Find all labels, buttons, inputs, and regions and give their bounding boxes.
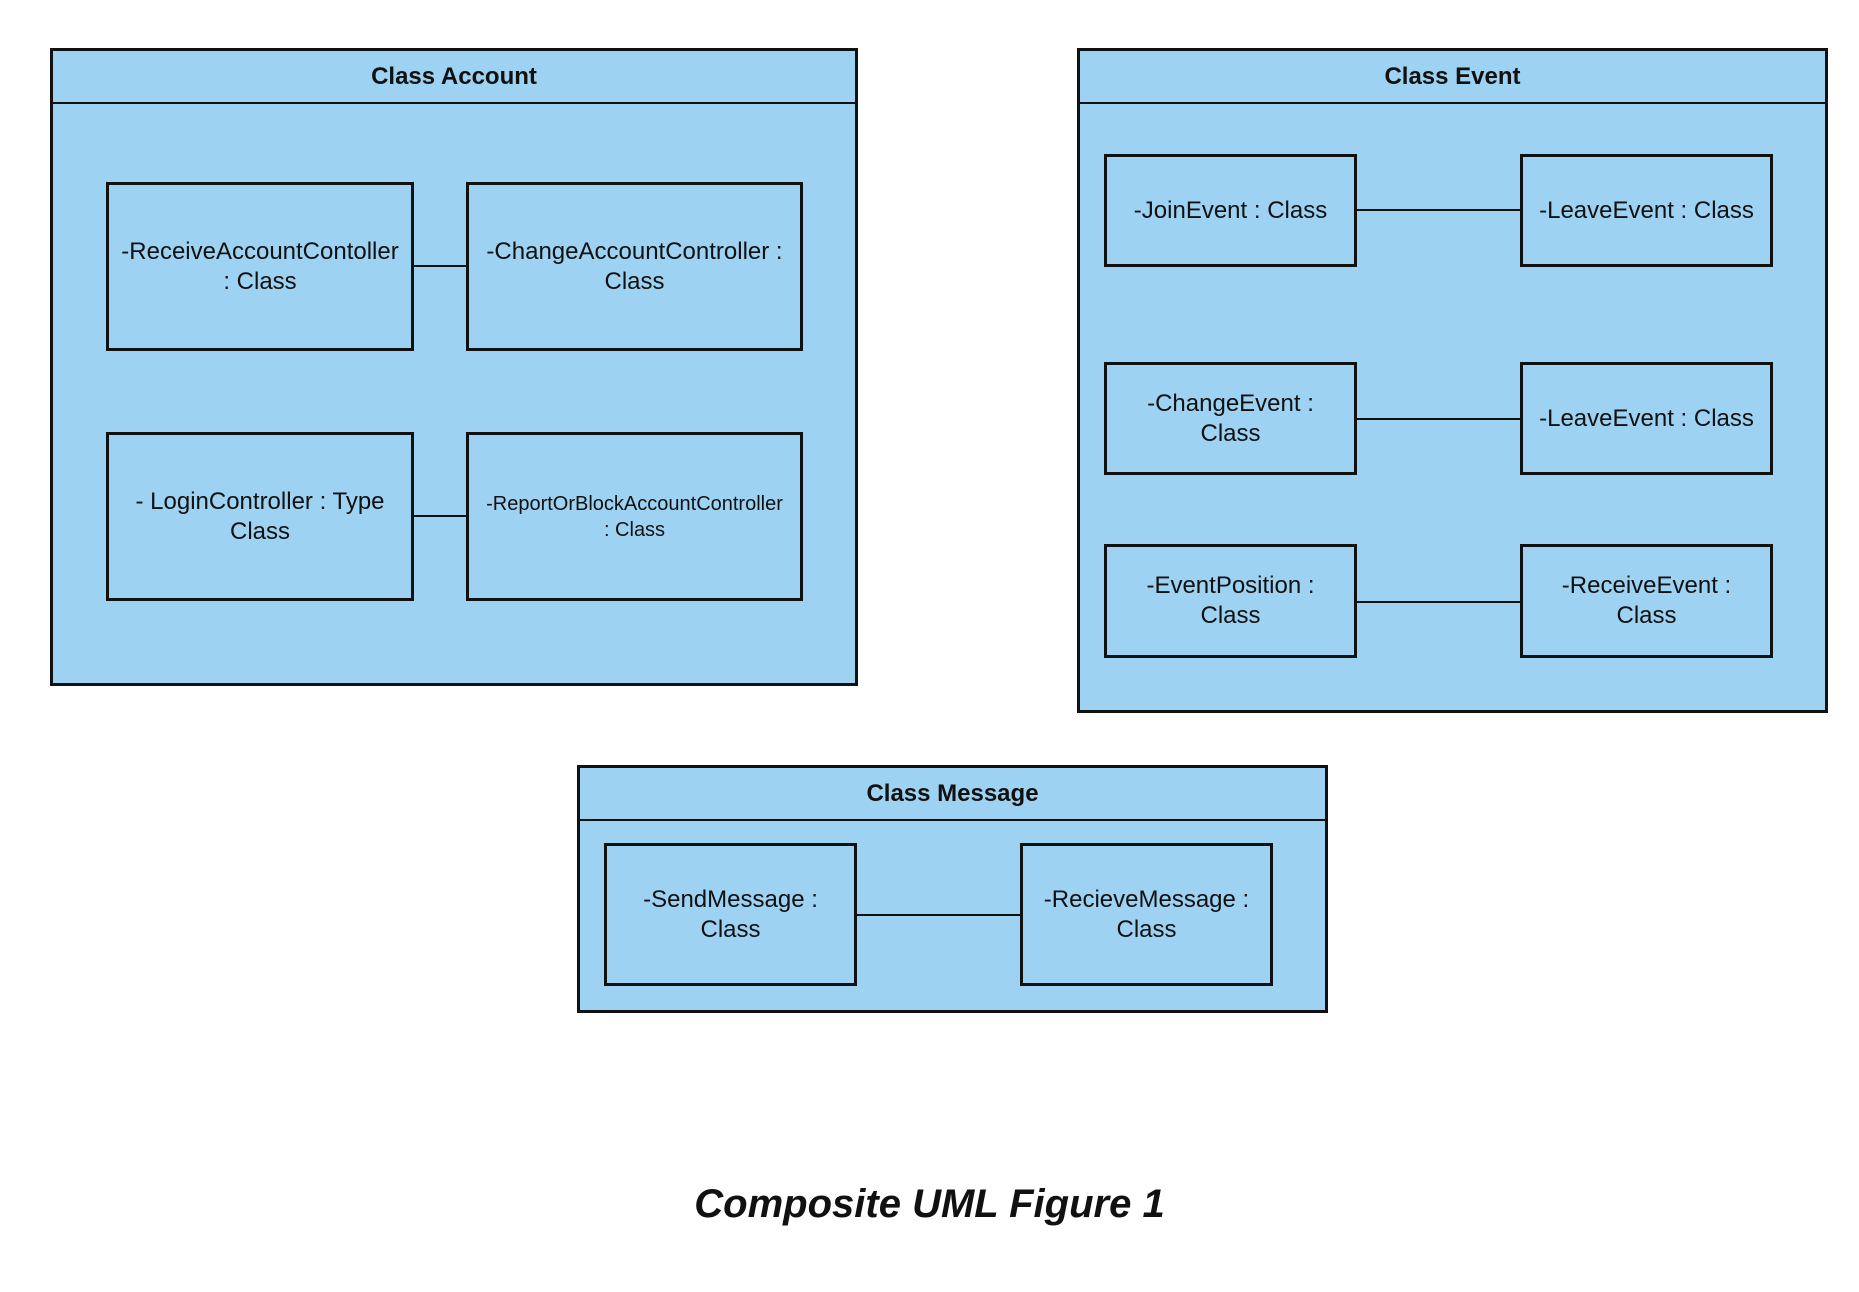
send-message-box: -SendMessage : Class bbox=[604, 843, 857, 986]
receive-account-controller-box: -ReceiveAccountContoller : Class bbox=[106, 182, 414, 351]
event-position-box: -EventPosition : Class bbox=[1104, 544, 1357, 658]
report-or-block-account-controller-box: -ReportOrBlockAccountController : Class bbox=[466, 432, 803, 601]
leave-event-box-1: -LeaveEvent : Class bbox=[1520, 154, 1773, 267]
receive-event-box: -ReceiveEvent : Class bbox=[1520, 544, 1773, 658]
leave-event-box-2: -LeaveEvent : Class bbox=[1520, 362, 1773, 475]
figure-caption: Composite UML Figure 1 bbox=[694, 1182, 1165, 1226]
login-controller-box: - LoginController : Type Class bbox=[106, 432, 414, 601]
account-connector-bottom bbox=[414, 515, 466, 517]
recieve-message-box: -RecieveMessage : Class bbox=[1020, 843, 1273, 986]
event-connector-3 bbox=[1357, 601, 1520, 603]
account-connector-top bbox=[414, 265, 466, 267]
class-account-title: Class Account bbox=[53, 51, 855, 104]
class-event-title: Class Event bbox=[1080, 51, 1825, 104]
change-account-controller-box: -ChangeAccountController : Class bbox=[466, 182, 803, 351]
change-event-box: -ChangeEvent : Class bbox=[1104, 362, 1357, 475]
message-connector bbox=[857, 914, 1020, 916]
event-connector-2 bbox=[1357, 418, 1520, 420]
join-event-box: -JoinEvent : Class bbox=[1104, 154, 1357, 267]
class-message-title: Class Message bbox=[580, 768, 1325, 821]
event-connector-1 bbox=[1357, 209, 1520, 211]
